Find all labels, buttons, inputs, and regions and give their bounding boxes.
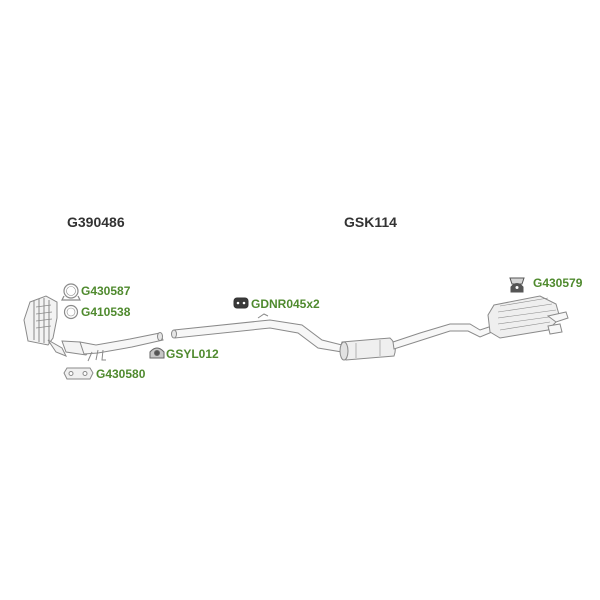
rubber-mount-icon[interactable]: [233, 297, 249, 309]
rear-silencer[interactable]: [487, 295, 569, 339]
assembly-label-rear: GSK114: [344, 214, 397, 230]
catalytic-converter[interactable]: [23, 295, 91, 357]
front-pipe[interactable]: [79, 332, 164, 362]
part-label-gasket[interactable]: G430580: [96, 367, 146, 381]
part-label-rear-hanger[interactable]: G430579: [533, 276, 583, 290]
part-label-ring-seal[interactable]: G410538: [81, 305, 131, 319]
rear-pipe[interactable]: [392, 323, 493, 350]
middle-silencer[interactable]: [339, 337, 396, 361]
part-label-sylent-block[interactable]: GSYL012: [166, 347, 219, 361]
rear-hanger-icon[interactable]: [509, 277, 525, 293]
clamp-icon[interactable]: [61, 283, 81, 301]
part-label-rubber-mount[interactable]: GDNR045x2: [251, 297, 320, 311]
sylent-block-icon[interactable]: [149, 347, 165, 359]
part-label-clamp[interactable]: G430587: [81, 284, 131, 298]
assembly-label-front: G390486: [67, 214, 125, 230]
gasket-icon[interactable]: [63, 367, 94, 380]
ring-seal-icon[interactable]: [63, 304, 79, 320]
